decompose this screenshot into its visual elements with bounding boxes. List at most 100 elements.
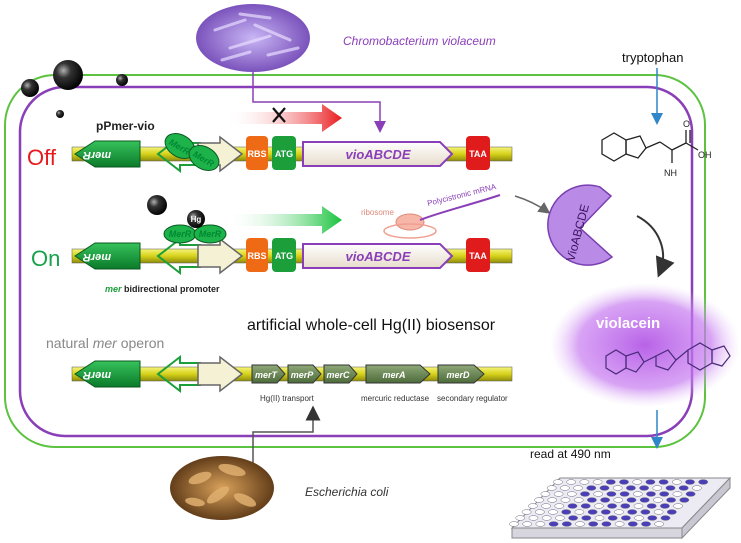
microplate-well bbox=[561, 509, 572, 515]
microplate-well bbox=[646, 491, 656, 497]
microplate-well bbox=[553, 479, 563, 485]
promoter-left-arrow-on bbox=[156, 236, 201, 276]
microplate-well bbox=[659, 491, 670, 497]
taa-box-on bbox=[466, 238, 490, 272]
hg-label: Hg bbox=[191, 215, 202, 224]
merp-label: merP bbox=[291, 370, 315, 380]
vio-gene-on bbox=[302, 243, 454, 269]
rbs-box-off bbox=[246, 136, 268, 170]
microplate-well bbox=[660, 503, 670, 509]
microplate-well bbox=[580, 503, 591, 509]
microplate-well bbox=[652, 485, 663, 491]
microplate-well bbox=[654, 521, 665, 527]
natural-operon-italic: mer bbox=[93, 335, 118, 351]
microplate-well bbox=[522, 521, 533, 527]
promoter-right-arrow-on bbox=[197, 237, 244, 275]
plasmid-name: pPmer-vio bbox=[96, 119, 155, 133]
merr-protein-2-on bbox=[193, 224, 227, 244]
natural-operon-suffix: operon bbox=[117, 335, 164, 351]
microplate-well bbox=[594, 515, 605, 521]
ecoli-origin-arrow bbox=[252, 405, 321, 475]
microplate-well bbox=[621, 515, 631, 521]
hg-ball bbox=[116, 74, 128, 86]
microplate-well bbox=[567, 503, 578, 509]
microplate-well bbox=[592, 479, 603, 485]
microplate-well bbox=[579, 479, 590, 485]
microplate-well bbox=[627, 521, 638, 527]
merd-gene bbox=[437, 364, 485, 384]
vio-gene-label-off: vioABCDE bbox=[345, 147, 410, 162]
microplate-well bbox=[626, 497, 637, 503]
microplate-well bbox=[698, 479, 709, 485]
microplate-well bbox=[560, 485, 570, 491]
microplate-well bbox=[626, 485, 636, 491]
microplate-well bbox=[619, 491, 630, 497]
atg-box-off bbox=[272, 136, 296, 170]
promoter-right-arrow-natural bbox=[197, 355, 244, 393]
microplate-well bbox=[660, 515, 671, 521]
cell-outer-membrane bbox=[4, 74, 706, 448]
microplate-well bbox=[633, 503, 644, 509]
hg-bound-ball bbox=[187, 210, 205, 228]
microplate-well bbox=[568, 515, 578, 521]
microplate-well bbox=[679, 497, 690, 503]
microplate-well bbox=[600, 497, 610, 503]
microplate-well bbox=[606, 491, 617, 497]
violacein-structure bbox=[605, 342, 731, 375]
microplate-well bbox=[671, 479, 682, 485]
microplate-well bbox=[581, 515, 592, 521]
microplate-well bbox=[521, 509, 532, 515]
rbs-box-on bbox=[246, 238, 268, 272]
natural-operon-prefix: natural bbox=[46, 335, 93, 351]
tryptophan-structure bbox=[601, 130, 699, 163]
microplate-well bbox=[587, 509, 598, 515]
microplate-well bbox=[548, 509, 558, 515]
natural-operon-label: natural mer operon bbox=[46, 335, 164, 351]
block-x-icon bbox=[272, 107, 286, 123]
microplate-well bbox=[632, 491, 643, 497]
microplate-well bbox=[685, 479, 695, 485]
merp-gene bbox=[287, 364, 322, 384]
microplate-well bbox=[653, 497, 663, 503]
microplate-well bbox=[607, 515, 618, 521]
microplate-well bbox=[599, 485, 610, 491]
microplate-well bbox=[605, 479, 616, 485]
microplate-well bbox=[541, 503, 551, 509]
taa-label-on: TAA bbox=[469, 251, 487, 261]
conversion-arrow bbox=[636, 215, 675, 278]
vio-gene-label-on: vioABCDE bbox=[345, 249, 410, 264]
microplate-well bbox=[560, 497, 571, 503]
microplate-well bbox=[515, 515, 526, 521]
microplate-well bbox=[673, 503, 683, 509]
microplate-well bbox=[645, 479, 656, 485]
microplate-well bbox=[634, 515, 644, 521]
reductase-function-label: mercuric reductase bbox=[361, 394, 430, 403]
merr-protein-label-2-on: MerR bbox=[199, 229, 222, 239]
merr-gene-label-on: merR bbox=[83, 251, 111, 263]
microplate-well bbox=[580, 491, 590, 497]
merr-gene-label-off: merR bbox=[83, 149, 111, 161]
regulator-function-label: secondary regulator bbox=[437, 394, 508, 403]
blocked-transcription-arrow bbox=[225, 104, 342, 132]
merc-label: merC bbox=[326, 370, 350, 380]
chromobacterium-image bbox=[196, 4, 310, 72]
chem-o: O bbox=[683, 119, 690, 129]
microplate-well bbox=[548, 521, 559, 527]
merr-protein-2-off bbox=[188, 145, 220, 171]
atg-label-off: ATG bbox=[275, 149, 293, 159]
microplate-well bbox=[575, 521, 585, 527]
promoter-left-arrow-natural bbox=[156, 354, 201, 394]
chem-nh: NH bbox=[664, 168, 677, 178]
promoter-label: mer bidirectional promoter bbox=[105, 284, 220, 294]
hg-ball bbox=[147, 195, 167, 215]
microplate-well bbox=[665, 485, 676, 491]
microplate-well bbox=[586, 485, 597, 491]
ribosome bbox=[395, 213, 425, 231]
microplate-well bbox=[614, 521, 625, 527]
microplate-well bbox=[620, 503, 631, 509]
mert-gene bbox=[251, 364, 286, 384]
mera-gene bbox=[365, 364, 431, 384]
microplate-well bbox=[593, 491, 604, 497]
microplate-well bbox=[666, 497, 676, 503]
